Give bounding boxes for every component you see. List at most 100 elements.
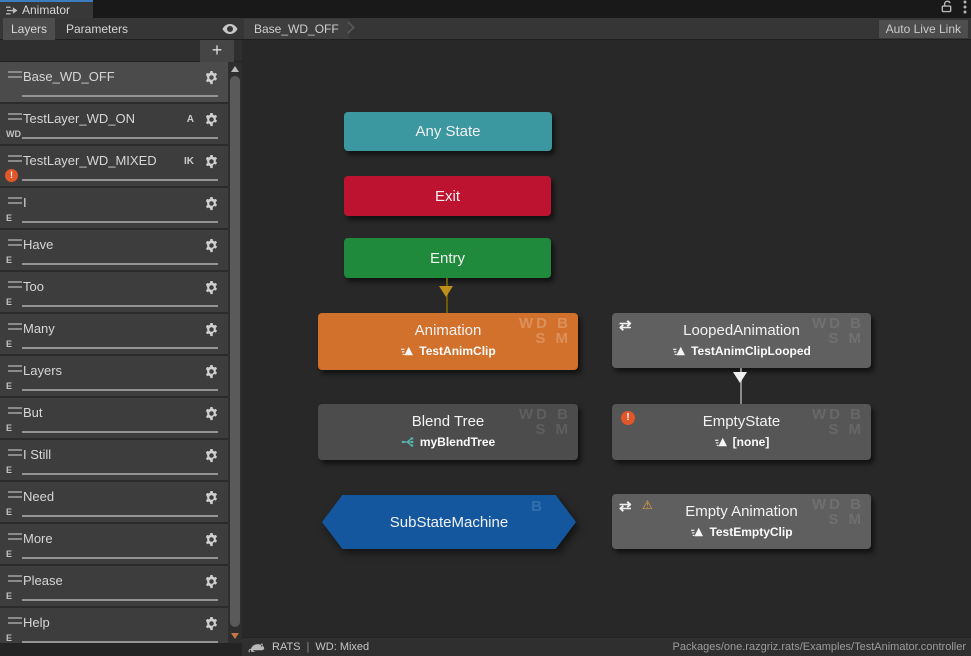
scrollbar-thumb[interactable] (230, 76, 240, 627)
layer-weight-slider[interactable] (22, 431, 218, 433)
drag-handle-icon[interactable] (8, 197, 22, 207)
layer-row[interactable]: Base_WD_OFF (0, 62, 228, 102)
layer-name: Please (23, 573, 63, 588)
tab-title: Animator (22, 3, 71, 17)
layer-weight-slider[interactable] (22, 179, 218, 181)
loop-icon: ⇄ (619, 317, 632, 334)
drag-handle-icon[interactable] (8, 113, 22, 123)
top-toolbar: Layers Parameters Base_WD_OFF Auto Live … (0, 18, 971, 40)
kebab-menu-icon[interactable] (963, 0, 967, 19)
brand-label: RATS (272, 641, 301, 653)
gear-icon[interactable] (204, 406, 219, 426)
layer-weight-slider[interactable] (22, 557, 218, 559)
drag-handle-icon[interactable] (8, 449, 22, 459)
drag-handle-icon[interactable] (8, 155, 22, 165)
tab-animator[interactable]: Animator (0, 0, 93, 18)
gear-icon[interactable] (204, 154, 219, 174)
layer-weight-slider[interactable] (22, 515, 218, 517)
scroll-up-icon[interactable] (231, 66, 239, 72)
tab-parameters[interactable]: Parameters (66, 22, 129, 36)
state-clip-row: TestAnimClipLooped (612, 344, 871, 358)
blend-tree-icon (401, 437, 414, 447)
layer-weight-slider[interactable] (22, 389, 218, 391)
layer-row[interactable]: E I Still (0, 440, 228, 480)
layer-row[interactable]: E More (0, 524, 228, 564)
node-sub-state-machine[interactable]: SubStateMachine B (322, 495, 576, 549)
layer-name: But (23, 405, 43, 420)
layer-list: Base_WD_OFF WD TestLayer_WD_ON A ! TestL… (0, 62, 228, 643)
gear-icon[interactable] (204, 322, 219, 342)
layer-row[interactable]: ! TestLayer_WD_MIXED IK (0, 146, 228, 186)
layer-row[interactable]: E Help (0, 608, 228, 643)
auto-live-link-button[interactable]: Auto Live Link (878, 20, 968, 38)
gear-icon[interactable] (204, 574, 219, 594)
layer-row[interactable]: E Too (0, 272, 228, 312)
node-any-state[interactable]: Any State (344, 112, 552, 151)
layer-weight-slider[interactable] (22, 599, 218, 601)
gear-icon[interactable] (204, 70, 219, 90)
layer-row[interactable]: E Layers (0, 356, 228, 396)
tab-layers[interactable]: Layers (3, 18, 56, 40)
eye-icon[interactable] (222, 22, 238, 40)
gear-icon[interactable] (204, 196, 219, 216)
gear-icon[interactable] (204, 532, 219, 552)
layer-left-badge: E (6, 423, 13, 433)
drag-handle-icon[interactable] (8, 323, 22, 333)
drag-handle-icon[interactable] (8, 407, 22, 417)
state-title: Empty Animation (685, 503, 798, 520)
layer-weight-slider[interactable] (22, 347, 218, 349)
layer-row[interactable]: WD TestLayer_WD_ON A (0, 104, 228, 144)
breadcrumb[interactable]: Base_WD_OFF (244, 19, 349, 39)
drag-handle-icon[interactable] (8, 239, 22, 249)
layer-left-badge: ! (5, 169, 18, 182)
drag-handle-icon[interactable] (8, 533, 22, 543)
scroll-down-icon[interactable] (231, 633, 239, 639)
drag-handle-icon[interactable] (8, 365, 22, 375)
layer-left-badge: E (6, 549, 13, 559)
layer-weight-slider[interactable] (22, 137, 218, 139)
layer-weight-slider[interactable] (22, 95, 218, 97)
layer-weight-slider[interactable] (22, 305, 218, 307)
drag-handle-icon[interactable] (8, 575, 22, 585)
layer-row[interactable]: E But (0, 398, 228, 438)
gear-icon[interactable] (204, 238, 219, 258)
gear-icon[interactable] (204, 112, 219, 132)
add-layer-button[interactable]: + (200, 40, 234, 62)
gear-icon[interactable] (204, 364, 219, 384)
gear-icon[interactable] (204, 616, 219, 636)
node-exit[interactable]: Exit (344, 176, 551, 216)
layer-row[interactable]: E Many (0, 314, 228, 354)
animation-clip-icon (673, 346, 686, 356)
layer-row[interactable]: E Please (0, 566, 228, 606)
drag-handle-icon[interactable] (8, 617, 22, 627)
layer-name: Layers (23, 363, 63, 378)
layer-left-badge: WD (6, 129, 21, 139)
layer-weight-slider[interactable] (22, 221, 218, 223)
drag-handle-icon[interactable] (8, 491, 22, 501)
unlock-icon[interactable] (940, 0, 953, 18)
drag-handle-icon[interactable] (8, 71, 22, 81)
layer-list-scrollbar[interactable] (228, 62, 242, 643)
layer-weight-slider[interactable] (22, 263, 218, 265)
gear-icon[interactable] (204, 490, 219, 510)
layer-weight-slider[interactable] (22, 473, 218, 475)
drag-handle-icon[interactable] (8, 281, 22, 291)
transition-looped-to-empty[interactable] (740, 368, 742, 404)
layer-weight-slider[interactable] (22, 641, 218, 643)
node-entry[interactable]: Entry (344, 238, 551, 278)
gear-icon[interactable] (204, 280, 219, 300)
layer-row[interactable]: E Need (0, 482, 228, 522)
layer-row[interactable]: E I (0, 188, 228, 228)
gear-icon[interactable] (204, 448, 219, 468)
layer-row[interactable]: E Have (0, 230, 228, 270)
layer-left-badge: E (6, 255, 13, 265)
